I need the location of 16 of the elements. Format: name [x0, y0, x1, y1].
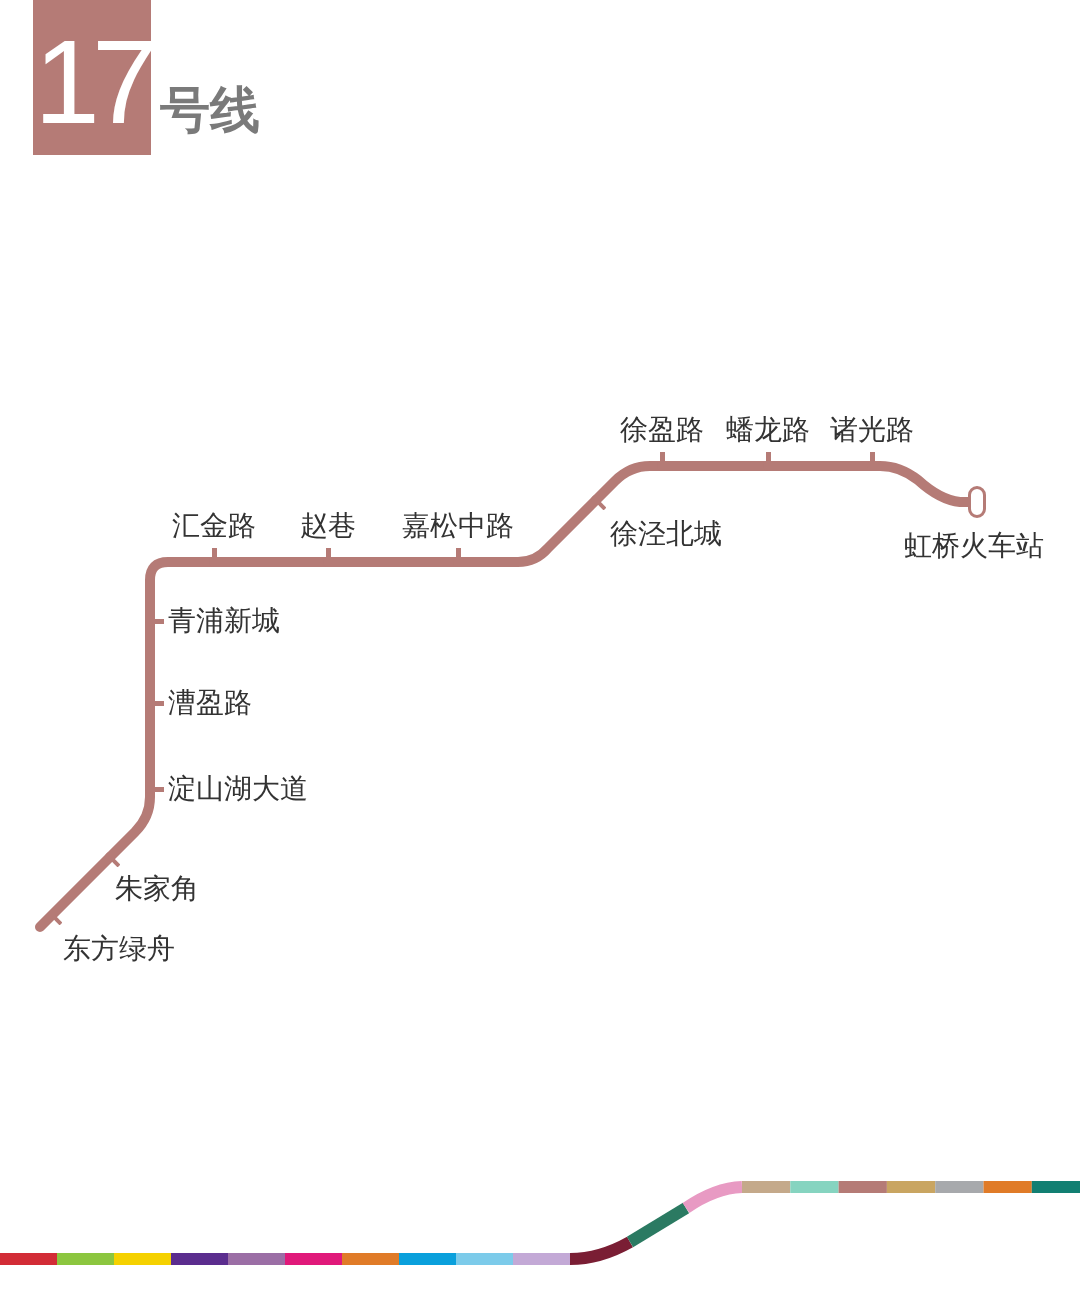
station-name: 朱家角 [115, 872, 199, 905]
station-name: 嘉松中路 [402, 510, 514, 542]
station-name: 诸光路 [830, 414, 914, 446]
station-name: 汇金路 [172, 510, 256, 542]
station-name: 漕盈路 [168, 687, 252, 719]
line-title: 号线 [160, 80, 260, 140]
station-name: 赵巷 [300, 510, 356, 542]
station-name: 蟠龙路 [726, 414, 810, 446]
station-name: 淀山湖大道 [168, 773, 308, 805]
station-name: 东方绿舟 [63, 932, 175, 965]
station-name: 徐泾北城 [610, 517, 722, 550]
line-number-badge: 17 [33, 0, 151, 155]
station-name: 青浦新城 [168, 605, 280, 637]
metro-line-segment [35, 852, 115, 932]
station-name: 徐盈路 [620, 414, 704, 446]
station-name: 虹桥火车站 [904, 530, 1044, 562]
